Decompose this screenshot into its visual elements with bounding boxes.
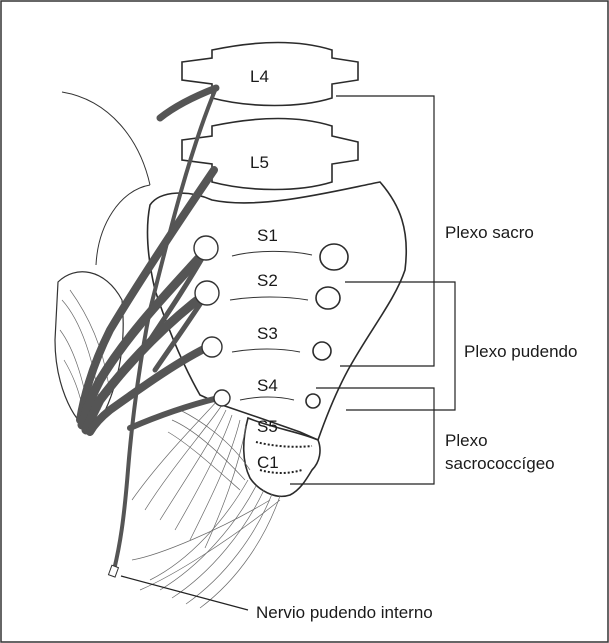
pelvis-outline (62, 92, 150, 265)
label-s1: S1 (257, 226, 278, 245)
label-plexo-sacro: Plexo sacro (445, 223, 534, 242)
callout-line (121, 576, 248, 610)
label-plexo-sacrococcigeo-line2: sacrococcígeo (445, 454, 555, 473)
label-s3: S3 (257, 324, 278, 343)
vertebra-l4 (182, 43, 358, 106)
nerve-tip (108, 565, 118, 577)
label-s4: S4 (257, 376, 278, 395)
label-nervio-pudendo-interno: Nervio pudendo interno (256, 603, 433, 622)
label-plexo-pudendo: Plexo pudendo (464, 342, 577, 361)
label-s5: S5 (257, 417, 278, 436)
label-c1: C1 (257, 453, 279, 472)
label-plexo-sacrococcigeo-line1: Plexo (445, 431, 488, 450)
label-l5: L5 (250, 153, 269, 172)
label-s2: S2 (257, 271, 278, 290)
label-l4: L4 (250, 67, 269, 86)
